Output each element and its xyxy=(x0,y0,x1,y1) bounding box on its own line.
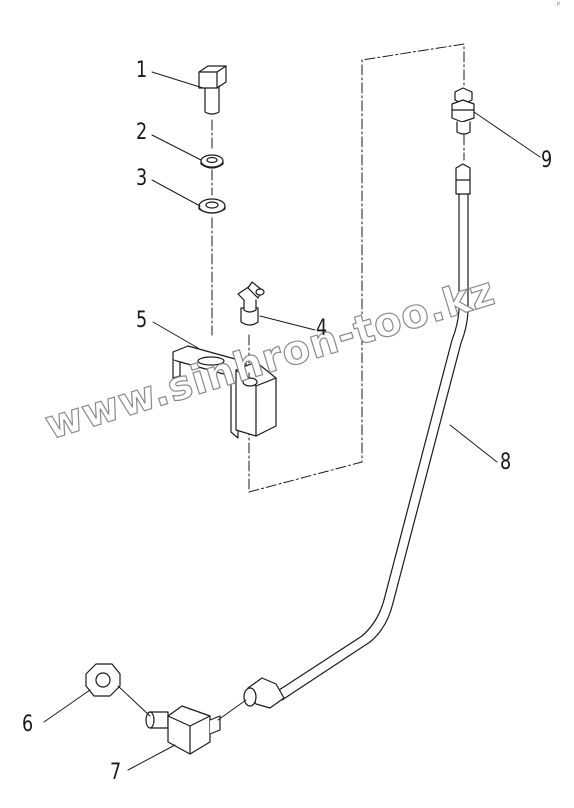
hex-nut-part-6 xyxy=(85,663,121,697)
callout-8: 8 xyxy=(500,450,512,475)
callout-3: 3 xyxy=(136,166,148,191)
callout-9: 9 xyxy=(541,148,553,173)
bolt-part-1 xyxy=(198,65,227,115)
corner-mark: P xyxy=(556,2,560,8)
callout-1: 1 xyxy=(136,58,148,83)
callout-2: 2 xyxy=(136,120,148,145)
flat-washer-part-3 xyxy=(198,198,226,214)
bracket-part-5 xyxy=(172,345,277,439)
elbow-adapter-part-7 xyxy=(145,705,221,755)
callout-7: 7 xyxy=(110,760,122,785)
assembly-lines xyxy=(211,43,465,493)
callout-4: 4 xyxy=(316,316,328,341)
tube-part-8 xyxy=(243,163,471,709)
callout-6: 6 xyxy=(22,712,34,737)
adapter-part-9 xyxy=(451,87,475,135)
lock-washer-part-2 xyxy=(200,154,224,169)
elbow-fitting-part-4 xyxy=(237,281,265,326)
callout-5: 5 xyxy=(136,308,148,333)
leader-lines xyxy=(43,71,541,771)
